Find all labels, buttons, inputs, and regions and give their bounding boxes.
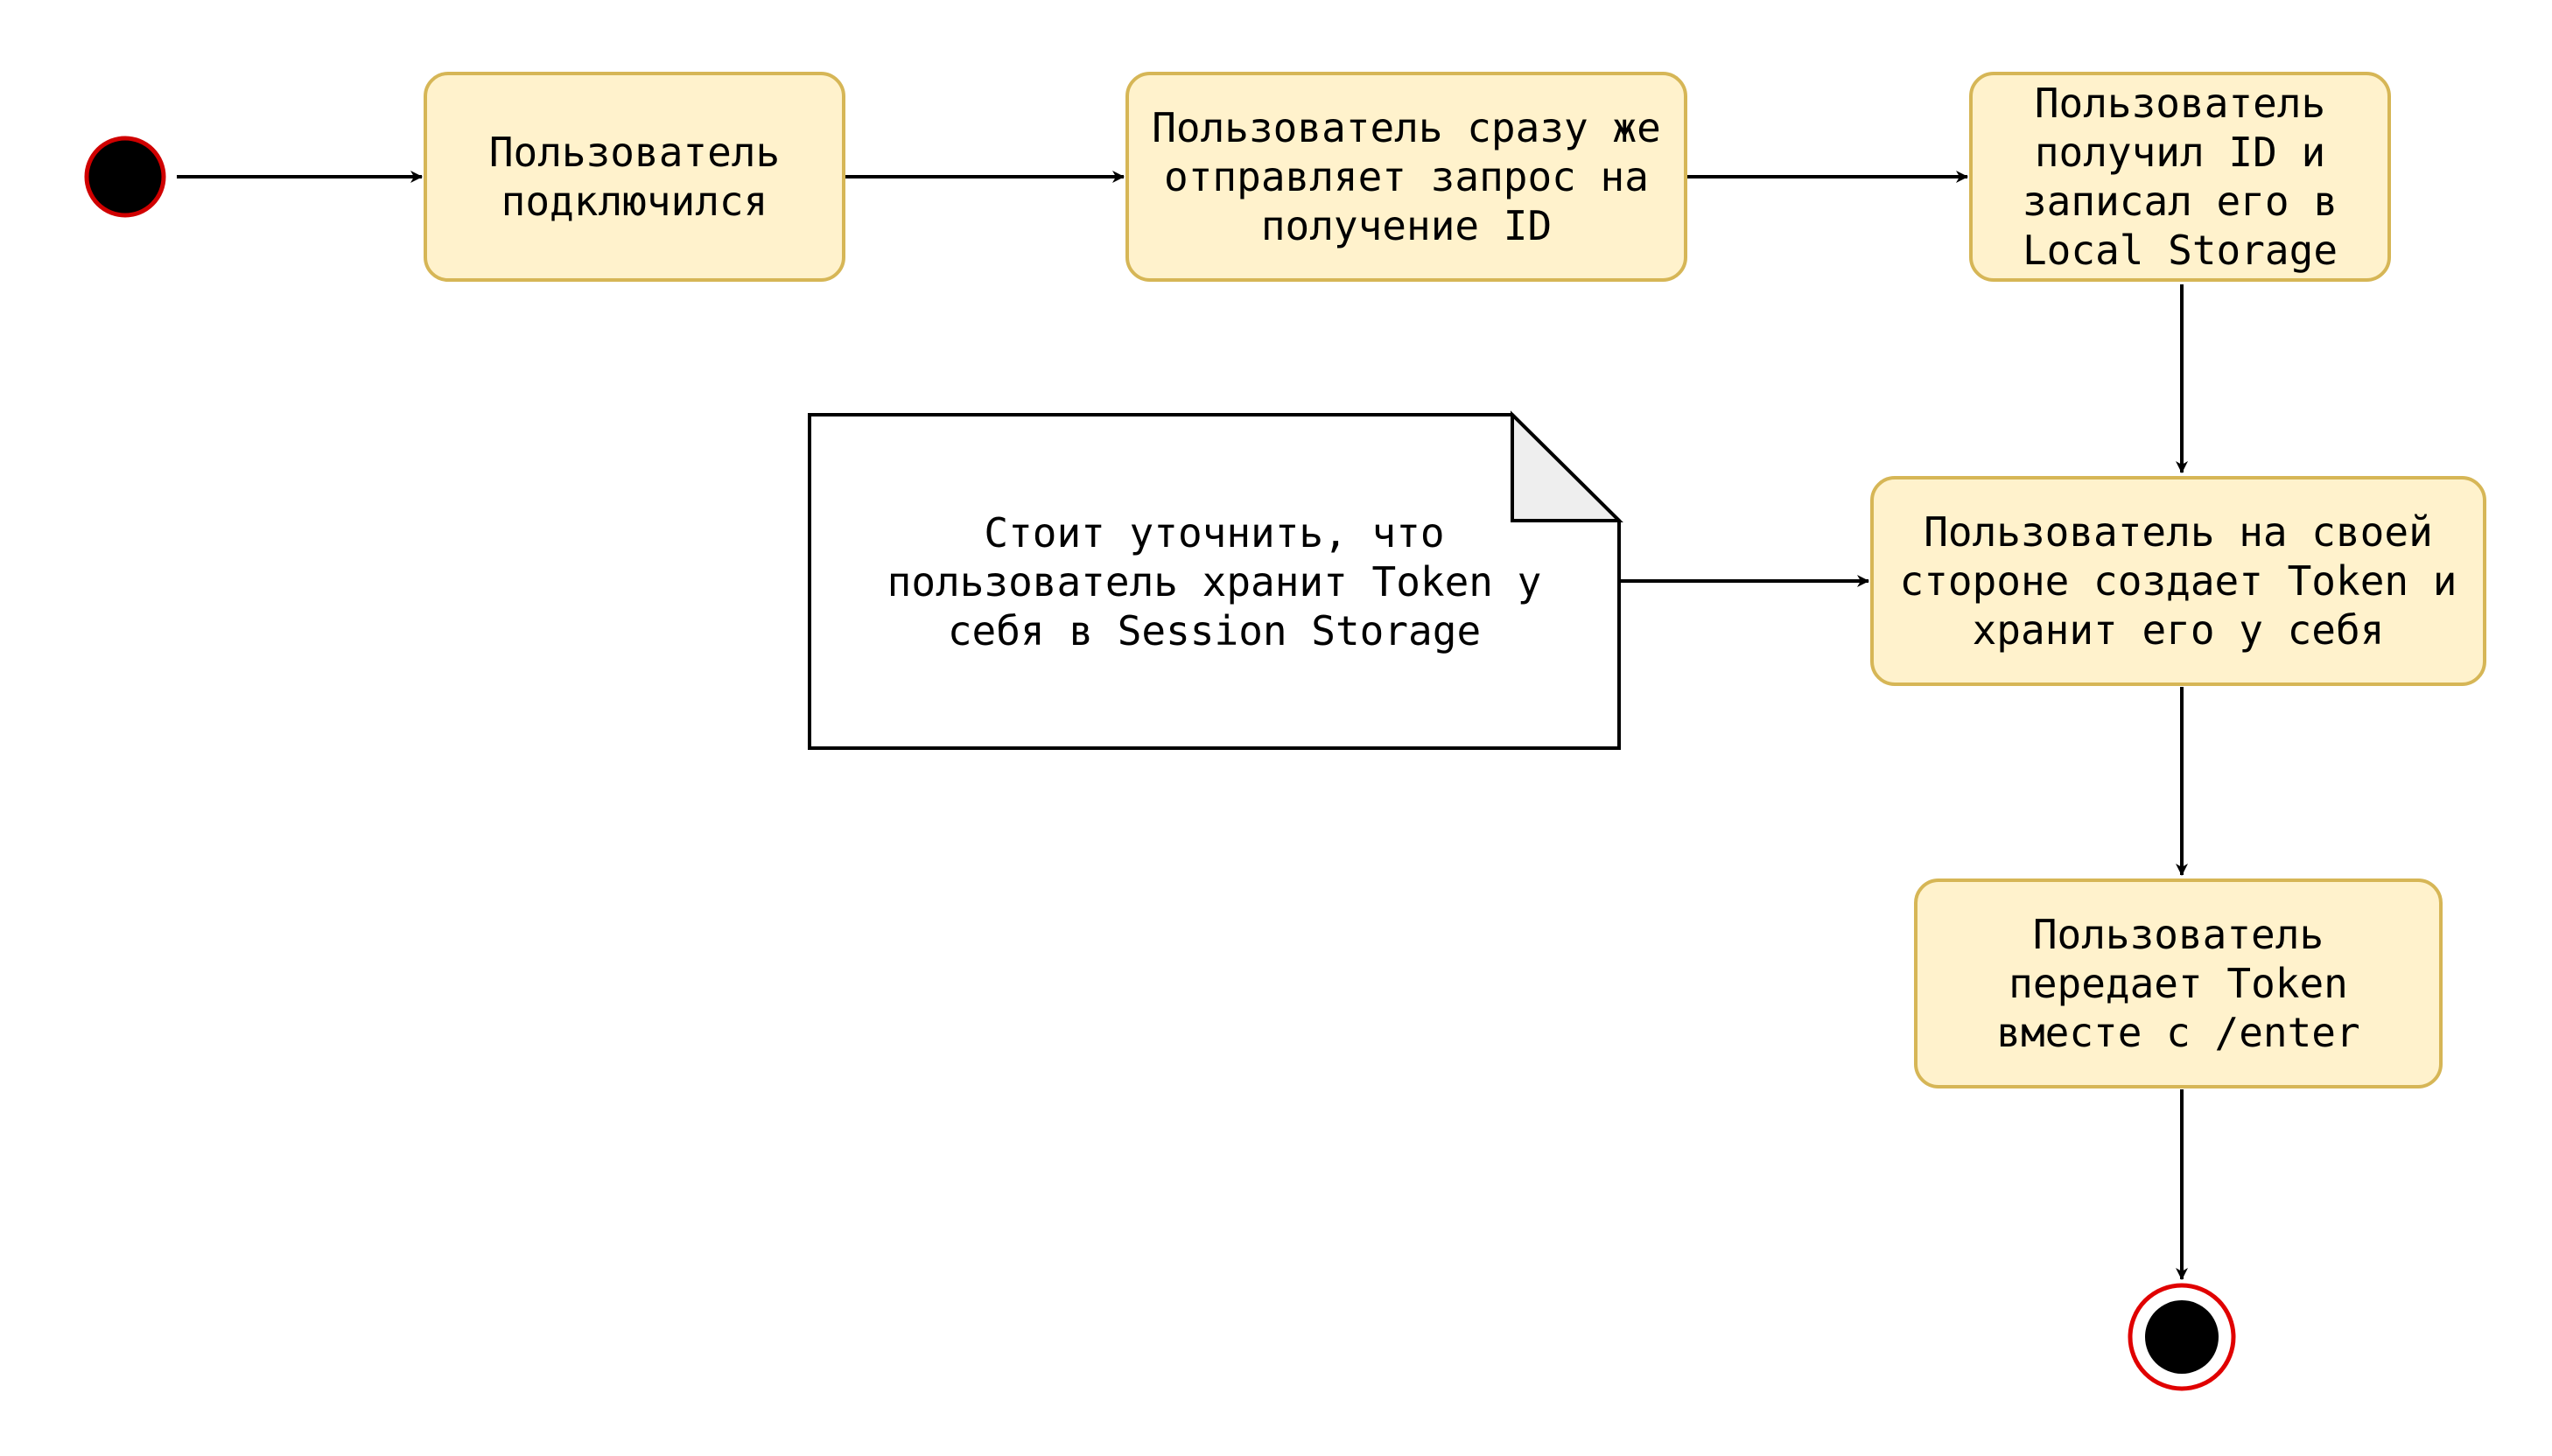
activity-got-id: Пользователь получил ID и записал его в … [1969,72,2391,282]
note-shape [808,413,1621,750]
note-text: Стоит уточнить, что пользователь хранит … [887,509,1542,654]
note-fold [1511,410,1623,522]
activity-send-token: Пользователь передает Token вместе с /en… [1914,878,2443,1088]
start-node [84,136,166,218]
activity-user-connected: Пользователь подключился [424,72,845,282]
activity-request-id: Пользователь сразу же отправляет запрос … [1125,72,1687,282]
activity-create-token: Пользователь на своей стороне создает To… [1870,476,2486,686]
end-node-core [2145,1300,2219,1374]
